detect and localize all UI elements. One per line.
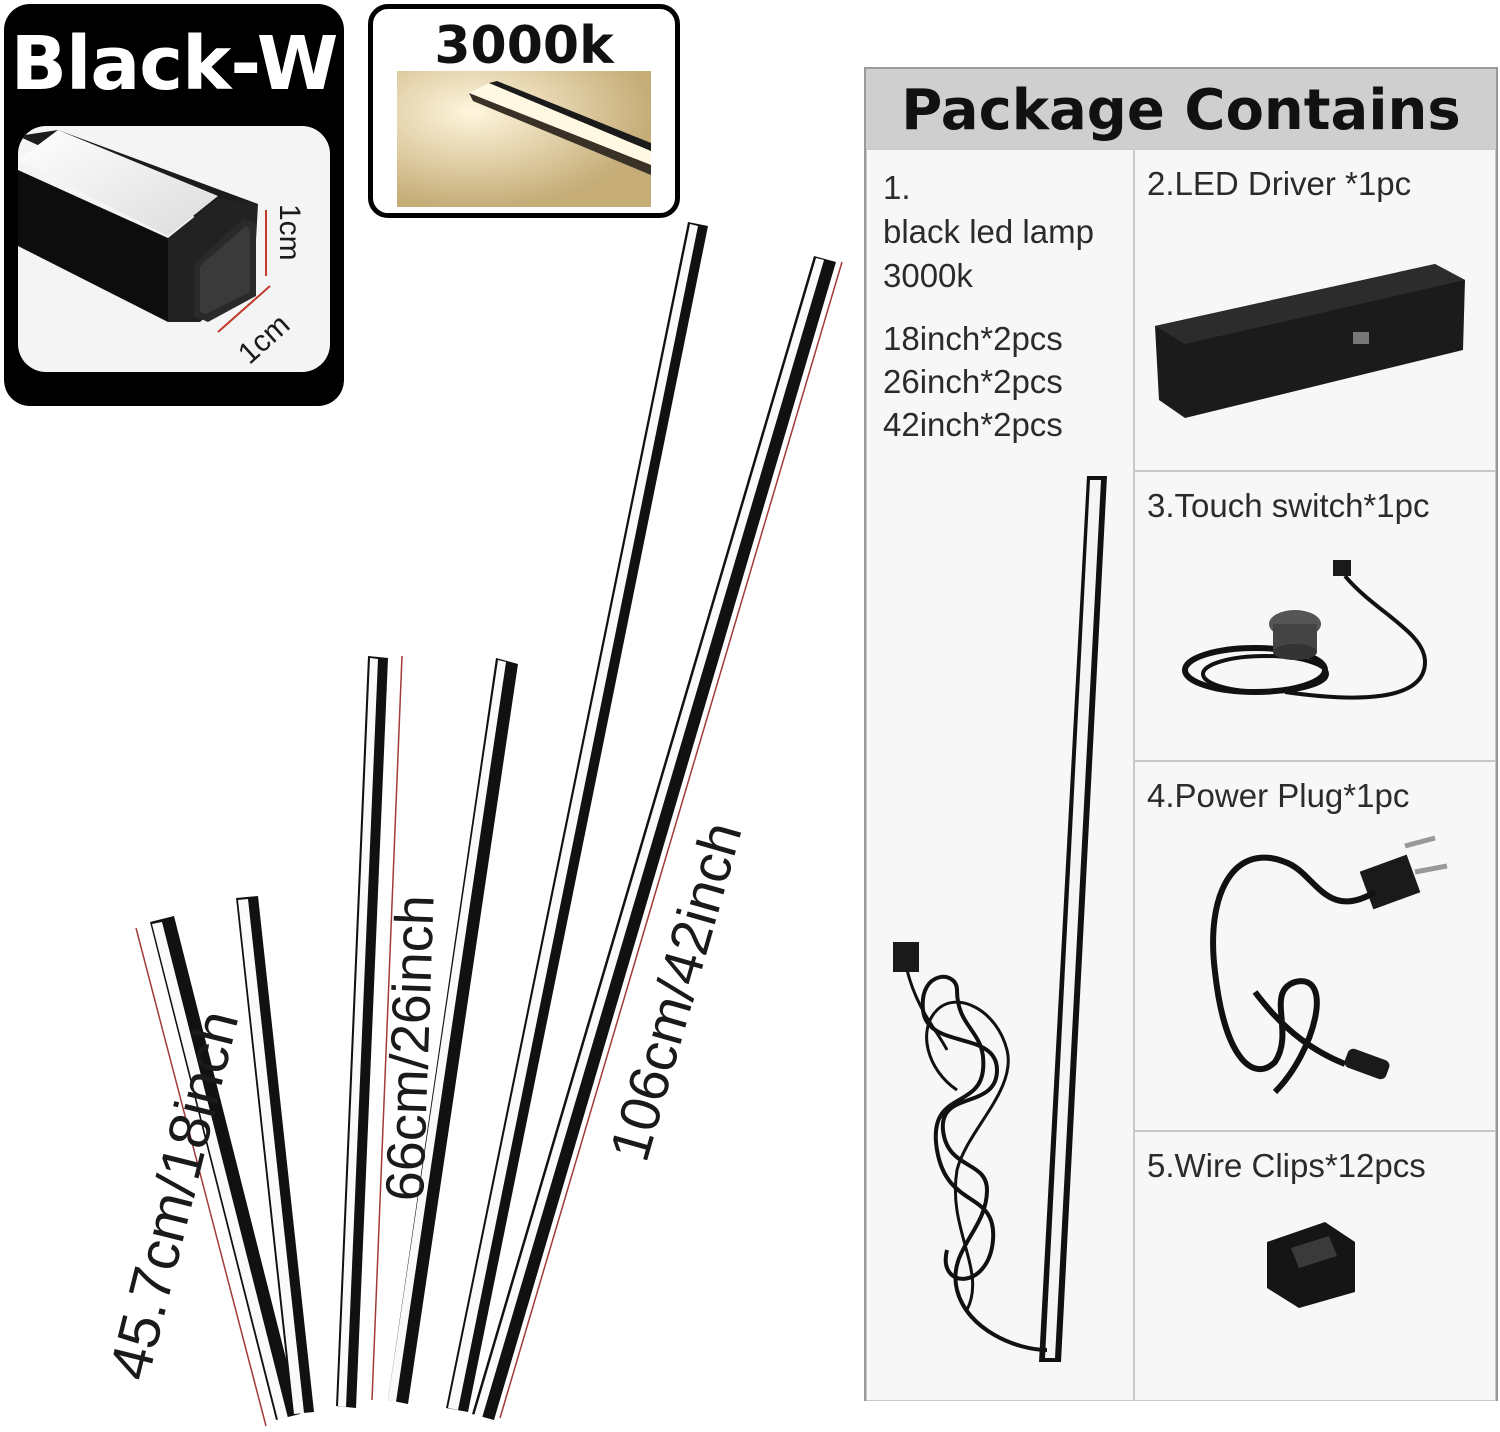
item-2-cell: 2.LED Driver *1pc <box>1134 149 1496 471</box>
warm-light-photo <box>397 71 651 207</box>
item-1-qty-42: 42inch*2pcs <box>883 406 1063 443</box>
item-2-label: 2.LED Driver *1pc <box>1147 165 1412 202</box>
profile-closeup-icon <box>18 130 271 333</box>
strip-42inch-a <box>446 222 708 1412</box>
package-header: Package Contains <box>866 69 1496 149</box>
item-1-name-line1: black led lamp <box>883 213 1094 250</box>
strip-26inch-a <box>336 656 388 1408</box>
item-1-qty-26: 26inch*2pcs <box>883 363 1063 400</box>
badge-title: Black-W <box>10 21 339 107</box>
dim-label-26inch: 66cm/26inch <box>374 894 446 1203</box>
color-badge: Black-W 1cm 1cm <box>4 4 344 406</box>
color-temperature-swatch: 3000k <box>368 4 680 218</box>
lit-strip-icon <box>397 71 651 207</box>
package-title: Package Contains <box>901 78 1461 143</box>
wire-clip-icon <box>1267 1222 1355 1308</box>
dim-line-26 <box>371 655 403 1401</box>
profile-closeup-image: 1cm 1cm <box>18 126 330 372</box>
dim-line-18 <box>135 927 267 1427</box>
package-contents-table: Package Contains 1. black led lamp 3000k… <box>864 67 1498 1401</box>
led-driver-icon <box>1155 264 1465 418</box>
item-3-label: 3.Touch switch*1pc <box>1147 487 1430 524</box>
item-3-cell: 3.Touch switch*1pc <box>1134 471 1496 761</box>
item-5-label: 5.Wire Clips*12pcs <box>1147 1147 1426 1184</box>
item-1-qty-18: 18inch*2pcs <box>883 320 1063 357</box>
led-lamp-with-cable-icon <box>893 476 1107 1362</box>
swatch-label: 3000k <box>434 16 614 76</box>
strip-18inch-b <box>236 896 314 1414</box>
item-4-label: 4.Power Plug*1pc <box>1147 777 1410 814</box>
item-1-name-line2: 3000k <box>883 257 973 294</box>
strip-lengths-illustration <box>135 222 843 1427</box>
item-5-cell: 5.Wire Clips*12pcs <box>1134 1131 1496 1401</box>
strip-42inch-b <box>472 256 836 1420</box>
item-4-cell: 4.Power Plug*1pc <box>1134 761 1496 1131</box>
item-1-number: 1. <box>883 169 911 206</box>
touch-switch-icon <box>1182 560 1428 700</box>
strip-26inch-b <box>388 658 518 1404</box>
dim-line-42 <box>499 261 843 1419</box>
item-1-cell: 1. black led lamp 3000k 18inch*2pcs 26in… <box>866 149 1134 1401</box>
strip-18inch-a <box>150 916 300 1420</box>
power-plug-icon <box>1210 835 1448 1095</box>
